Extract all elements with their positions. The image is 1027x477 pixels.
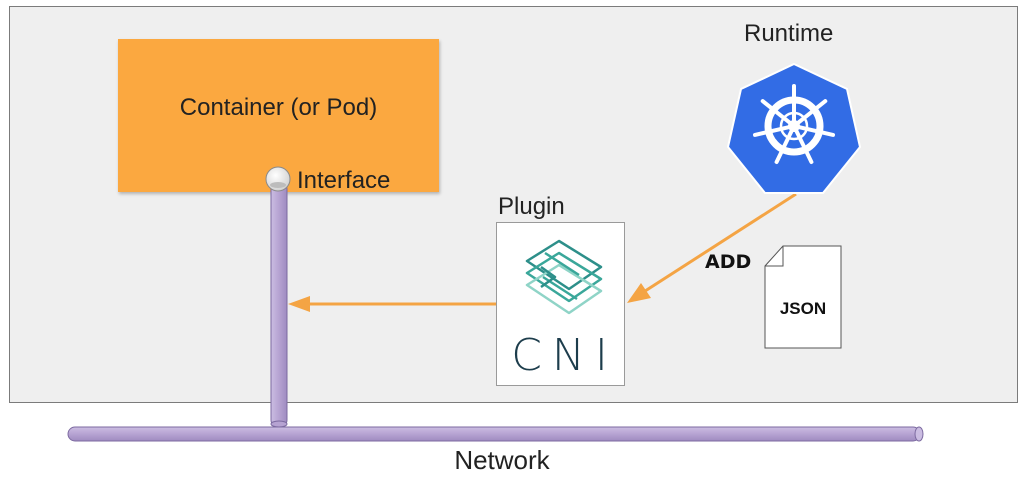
network-label: Network xyxy=(454,445,550,475)
container-box: Container (or Pod) xyxy=(118,39,439,192)
interface-connector-icon xyxy=(265,166,291,192)
json-document-icon xyxy=(764,245,842,349)
json-label: JSON xyxy=(779,299,827,318)
add-operation-label: ADD xyxy=(705,251,752,273)
plugin-to-interface-arrow xyxy=(288,296,496,312)
network-pipe xyxy=(67,426,924,442)
cni-wordmark: CNI xyxy=(511,330,618,381)
cni-logo-icon xyxy=(525,239,603,315)
plugin-label: Plugin xyxy=(498,193,565,220)
container-label: Container (or Pod) xyxy=(179,94,378,121)
cni-plugin-card: CNI xyxy=(496,222,625,386)
interface-pipe xyxy=(270,182,288,428)
runtime-label: Runtime xyxy=(744,20,834,47)
kubernetes-icon xyxy=(726,62,862,194)
runtime-to-plugin-arrow xyxy=(627,192,797,303)
interface-label: Interface xyxy=(297,167,391,194)
